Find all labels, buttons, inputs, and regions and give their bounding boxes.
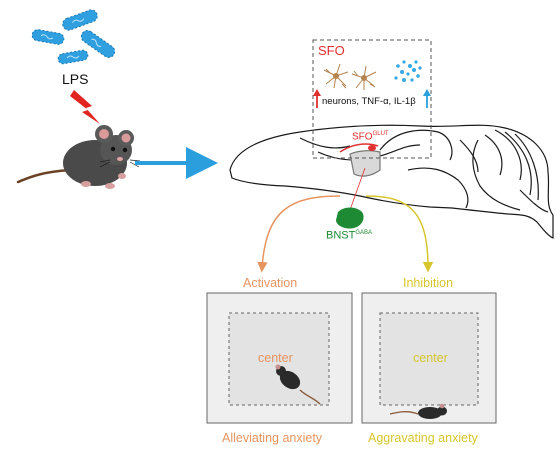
sfo-superscript: GLUT: [372, 131, 389, 137]
arena-left-center-label: center: [258, 351, 293, 365]
activation-label: Activation: [243, 276, 298, 290]
sfo-region-marker: [368, 145, 376, 151]
sfo-changes-text: neurons, TNF-α, IL-1β: [322, 96, 416, 107]
sfo-label-text: SFO: [352, 131, 373, 143]
brain-outline: [229, 124, 554, 239]
inhibition-arrow: [365, 195, 434, 273]
sfo-glut-label: SFOGLUT: [352, 131, 389, 142]
mouse-icon: [389, 403, 447, 419]
arena-left-center-zone: [228, 312, 330, 406]
arena-right-center-zone: [379, 312, 479, 406]
arena-right-center-label: center: [413, 351, 448, 365]
activation-arrow: [257, 195, 341, 273]
bacteria-icon: [31, 9, 116, 65]
bnst-label-text: BNST: [326, 229, 356, 242]
lightning-icon: [70, 90, 100, 124]
lps-label: LPS: [62, 71, 89, 87]
increase-arrow-blue: [423, 89, 431, 108]
mouse-icon: [275, 364, 321, 405]
alleviating-anxiety-label: Alleviating anxiety: [222, 431, 323, 445]
bnst-region: [336, 207, 364, 229]
sfo-inset-title: SFO: [318, 43, 345, 58]
bnst-superscript: GABA: [355, 230, 373, 236]
increase-arrow-red: [313, 89, 321, 108]
astrocyte-icon: [323, 63, 377, 90]
cytokine-dots-icon: [394, 60, 422, 82]
sfo-bnst-projection: [349, 167, 366, 211]
sfo-inset-box: [312, 39, 432, 159]
aggravating-anxiety-label: Aggravating anxiety: [368, 431, 478, 445]
mouse-icon: [16, 125, 141, 189]
inhibition-label: Inhibition: [403, 276, 454, 290]
bnst-gaba-label: BNSTGABA: [326, 230, 372, 242]
